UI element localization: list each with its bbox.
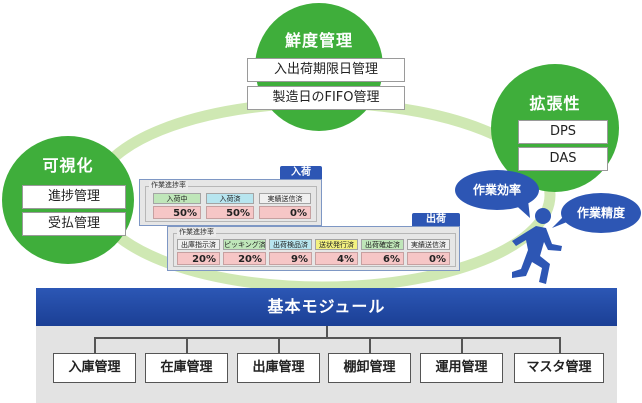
outbound-header-6: 実績送信済 [407, 239, 450, 250]
inbound-group-caption: 作業進捗率 [149, 181, 188, 190]
inbound-progress-group [145, 186, 317, 222]
module-inventory[interactable]: 在庫管理 [145, 353, 228, 383]
connector-drop-5 [461, 337, 463, 353]
visibility-item-2: 受払管理 [22, 212, 126, 236]
expansion-item-dps: DPS [518, 120, 608, 144]
inbound-window-tab[interactable]: 入荷 [280, 166, 322, 180]
base-module-bar: 基本モジュール [36, 288, 617, 326]
connector-drop-4 [369, 337, 371, 353]
connector-drop-3 [278, 337, 280, 353]
bubble-accuracy-label: 作業精度 [576, 206, 625, 220]
visibility-item-1: 進捗管理 [22, 185, 126, 209]
outbound-value-2: 20% [223, 252, 266, 265]
freshness-item-2: 製造日のFIFO管理 [247, 86, 405, 110]
outbound-value-6: 0% [407, 252, 450, 265]
module-operations[interactable]: 運用管理 [420, 353, 503, 383]
bubble-efficiency-tail [510, 200, 530, 218]
module-receiving[interactable]: 入庫管理 [53, 353, 136, 383]
outbound-window-tab[interactable]: 出荷 [412, 213, 460, 227]
outbound-header-5: 出荷確定済 [361, 239, 404, 250]
freshness-title: 鮮度管理 [284, 31, 353, 50]
inbound-value-3: 0% [259, 206, 311, 219]
outbound-value-4: 4% [315, 252, 358, 265]
connector-drop-1 [94, 337, 96, 353]
inbound-header-3: 実績送信済 [259, 193, 311, 204]
outbound-progress-group [173, 233, 456, 267]
outbound-header-4: 送状発行済 [315, 239, 358, 250]
expansion-item-das: DAS [518, 147, 608, 171]
outbound-header-3: 出荷検品済 [269, 239, 312, 250]
connector-trunk [326, 326, 328, 338]
module-stocktaking[interactable]: 棚卸管理 [328, 353, 411, 383]
base-module-title: 基本モジュール [267, 297, 386, 316]
bubble-accuracy-tail [552, 214, 572, 228]
connector-drop-2 [186, 337, 188, 353]
visibility-title: 可視化 [42, 156, 94, 175]
inbound-header-2: 入荷済 [206, 193, 254, 204]
outbound-group-caption: 作業進捗率 [177, 228, 216, 237]
outbound-value-5: 6% [361, 252, 404, 265]
outbound-value-3: 9% [269, 252, 312, 265]
inbound-window: 作業進捗率 入荷中 入荷済 実績送信済 50% 50% 0% [139, 179, 322, 226]
inbound-header-1: 入荷中 [153, 193, 201, 204]
module-master[interactable]: マスタ管理 [514, 353, 604, 383]
outbound-header-1: 出庫指示済 [177, 239, 220, 250]
expansion-title: 拡張性 [529, 94, 581, 113]
connector-bus [95, 337, 560, 339]
bubble-accuracy: 作業精度 [561, 193, 641, 233]
module-shipping[interactable]: 出庫管理 [237, 353, 320, 383]
bubble-efficiency-label: 作業効率 [472, 183, 521, 197]
outbound-window: 作業進捗率 出庫指示済 ピッキング済 出荷検品済 送状発行済 出荷確定済 実績送… [167, 226, 460, 271]
outbound-header-2: ピッキング済 [223, 239, 266, 250]
outbound-value-1: 20% [177, 252, 220, 265]
inbound-value-1: 50% [153, 206, 201, 219]
connector-drop-6 [559, 337, 561, 353]
inbound-value-2: 50% [206, 206, 254, 219]
running-person-icon [512, 208, 562, 284]
freshness-item-1: 入出荷期限日管理 [247, 58, 405, 82]
